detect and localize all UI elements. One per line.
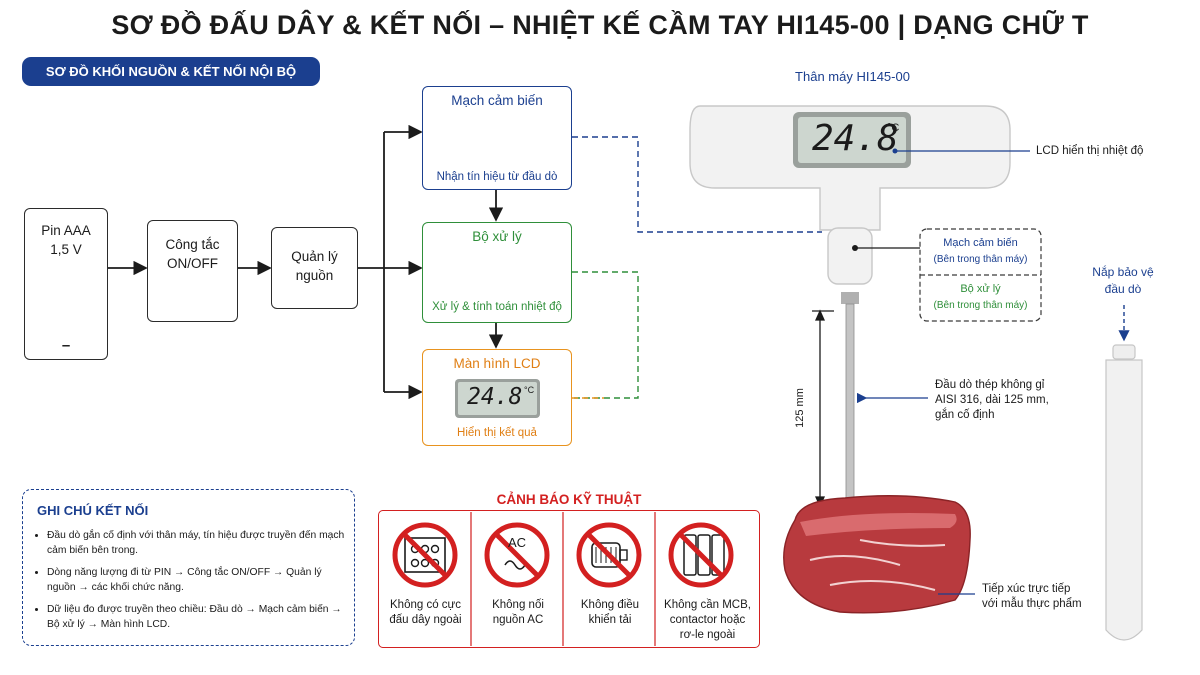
dashed-link-processor bbox=[572, 271, 639, 399]
battery-block: Pin AAA 1,5 V – bbox=[24, 208, 108, 360]
device-body-label: Thân máy HI145-00 bbox=[795, 69, 910, 84]
power-label-1: Quản lý bbox=[291, 249, 338, 264]
power-management-block: Quản lý nguồn bbox=[271, 227, 358, 309]
page-title: SƠ ĐỒ ĐẤU DÂY & KẾT NỐI – NHIỆT KẾ CẦM T… bbox=[111, 10, 1089, 40]
contact-label: Tiếp xúc trực tiếp với mẫu thực phẩm bbox=[982, 583, 1082, 610]
no-ac-power-icon bbox=[484, 522, 550, 588]
battery-label-1: Pin AAA bbox=[41, 223, 91, 238]
dashed-link-sensor bbox=[572, 136, 822, 233]
internal-sensor-label: Mạch cảm biến bbox=[943, 237, 1018, 249]
device-lcd-reading: 24.8 bbox=[812, 118, 899, 159]
internal-processor-note: (Bên trong thân máy) bbox=[933, 300, 1028, 311]
no-terminal-block-icon bbox=[392, 522, 458, 588]
lcd-block-title: Màn hình LCD bbox=[453, 356, 541, 371]
sensor-circuit-title: Mạch cảm biến bbox=[451, 93, 543, 108]
connection-notes: GHI CHÚ KẾT NỐI Đầu dò gắn cố định với t… bbox=[22, 489, 355, 646]
switch-label-2: ON/OFF bbox=[167, 256, 218, 271]
device-body bbox=[689, 105, 1011, 525]
probe-cap-icon bbox=[1105, 305, 1143, 641]
ac-glyph: AC bbox=[508, 535, 527, 550]
lcd-block: Màn hình LCD 24.8 °C Hiển thị kết quả bbox=[422, 349, 572, 446]
switch-block: Công tắc ON/OFF bbox=[147, 220, 238, 322]
no-mcb-contactor-icon bbox=[668, 522, 734, 588]
probe-label: Đầu dò thép không gỉ AISI 316, dài 125 m… bbox=[935, 379, 1049, 421]
probe-dimension bbox=[812, 309, 834, 508]
processor-block: Bộ xử lý Xử lý & tính toán nhiệt độ bbox=[422, 222, 572, 323]
power-label-2: nguồn bbox=[295, 268, 334, 283]
probe-length-label: 125 mm bbox=[794, 388, 806, 428]
no-motor-load-icon bbox=[576, 522, 642, 588]
lcd-block-reading: 24.8 bbox=[467, 384, 523, 410]
lcd-block-sub: Hiển thị kết quả bbox=[457, 427, 537, 439]
internal-processor-label: Bộ xử lý bbox=[960, 283, 1001, 295]
note-item: Đầu dò gắn cố định với thân máy, tín hiệ… bbox=[47, 528, 347, 558]
sensor-circuit-block: Mạch cảm biến Nhận tín hiệu từ đầu dò bbox=[422, 86, 572, 190]
processor-sub: Xử lý & tính toán nhiệt độ bbox=[432, 301, 562, 313]
cap-label: Nắp bảo vệ đầu dò bbox=[1092, 265, 1154, 296]
note-item: Dữ liệu đo được truyền theo chiều: Đầu d… bbox=[47, 602, 347, 632]
processor-title: Bộ xử lý bbox=[472, 229, 522, 244]
warning-title: CẢNH BÁO KỸ THUẬT bbox=[496, 492, 642, 507]
lcd-block-display: 24.8 °C bbox=[455, 379, 540, 418]
meat-sample-icon bbox=[783, 495, 971, 614]
battery-minus: – bbox=[61, 337, 71, 354]
switch-label-1: Công tắc bbox=[165, 237, 220, 252]
notes-list: Đầu dò gắn cố định với thân máy, tín hiệ… bbox=[33, 528, 347, 639]
note-item: Dòng năng lượng đi từ PIN → Công tắc ON/… bbox=[47, 565, 347, 595]
lcd-block-unit: °C bbox=[524, 385, 535, 395]
device-lcd-unit: °C bbox=[887, 122, 900, 134]
section-pill: SƠ ĐỒ KHỐI NGUỒN & KẾT NỐI NỘI BỘ bbox=[22, 57, 320, 86]
internal-sensor-note: (Bên trong thân máy) bbox=[933, 254, 1028, 265]
battery-label-2: 1,5 V bbox=[50, 242, 82, 257]
sensor-circuit-sub: Nhận tín hiệu từ đầu dò bbox=[436, 171, 558, 183]
notes-title: GHI CHÚ KẾT NỐI bbox=[37, 503, 149, 518]
lcd-callout-label: LCD hiển thị nhiệt độ bbox=[1036, 145, 1144, 157]
